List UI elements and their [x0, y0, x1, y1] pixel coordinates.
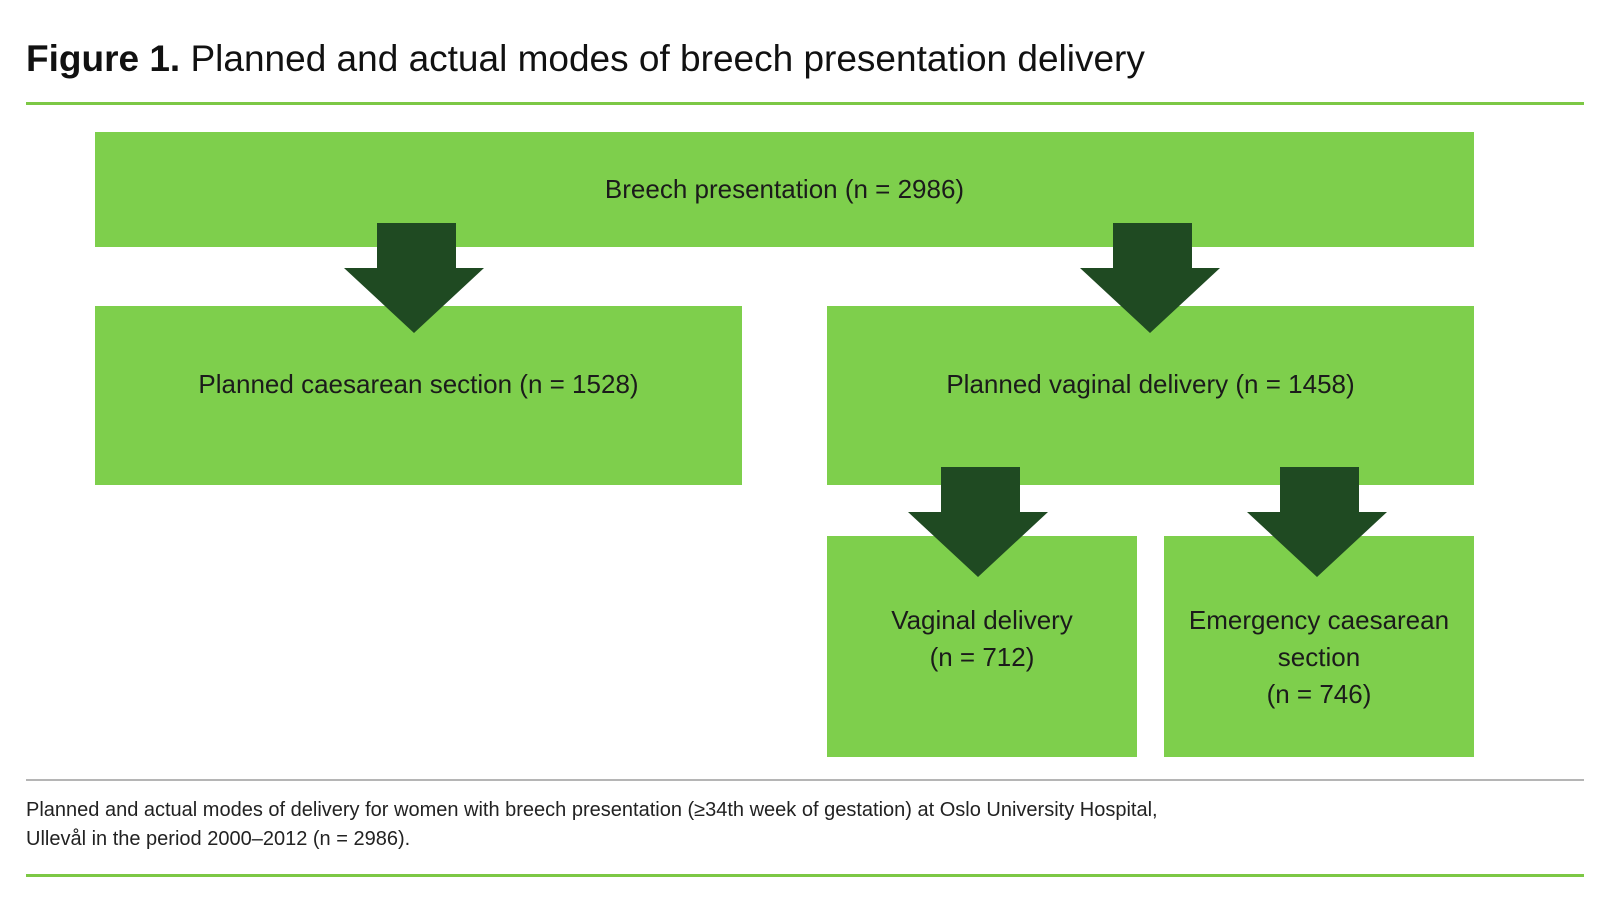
caption-line-2: Ullevål in the period 2000–2012 (n = 298…: [26, 828, 411, 850]
title-divider: [26, 102, 1584, 105]
node-label: Breech presentation (n = 2986): [604, 174, 965, 204]
node-label: Emergency caesarean section (n = 746): [1188, 605, 1450, 709]
figure-label: Figure 1.: [26, 38, 181, 79]
arrow-down-icon: [1247, 467, 1387, 577]
arrow-down-icon: [1080, 223, 1220, 333]
node-planned-vaginal: Planned vaginal delivery (n = 1458): [827, 306, 1474, 485]
node-label: Vaginal delivery (n = 712): [891, 605, 1073, 672]
figure-title: Figure 1. Planned and actual modes of br…: [26, 36, 1145, 82]
arrow-down-icon: [908, 467, 1048, 577]
figure-caption: Planned and actual modes of delivery for…: [26, 796, 1326, 854]
caption-line-1: Planned and actual modes of delivery for…: [26, 799, 1158, 821]
node-label: Planned caesarean section (n = 1528): [198, 369, 639, 399]
node-breech-presentation: Breech presentation (n = 2986): [95, 132, 1474, 247]
bottom-divider: [26, 874, 1584, 877]
node-planned-caesarean: Planned caesarean section (n = 1528): [95, 306, 742, 485]
node-label: Planned vaginal delivery (n = 1458): [946, 369, 1355, 399]
figure-title-text: Planned and actual modes of breech prese…: [190, 38, 1145, 79]
caption-divider: [26, 779, 1584, 781]
node-emergency-caesarean: Emergency caesarean section (n = 746): [1164, 536, 1474, 757]
arrow-down-icon: [344, 223, 484, 333]
